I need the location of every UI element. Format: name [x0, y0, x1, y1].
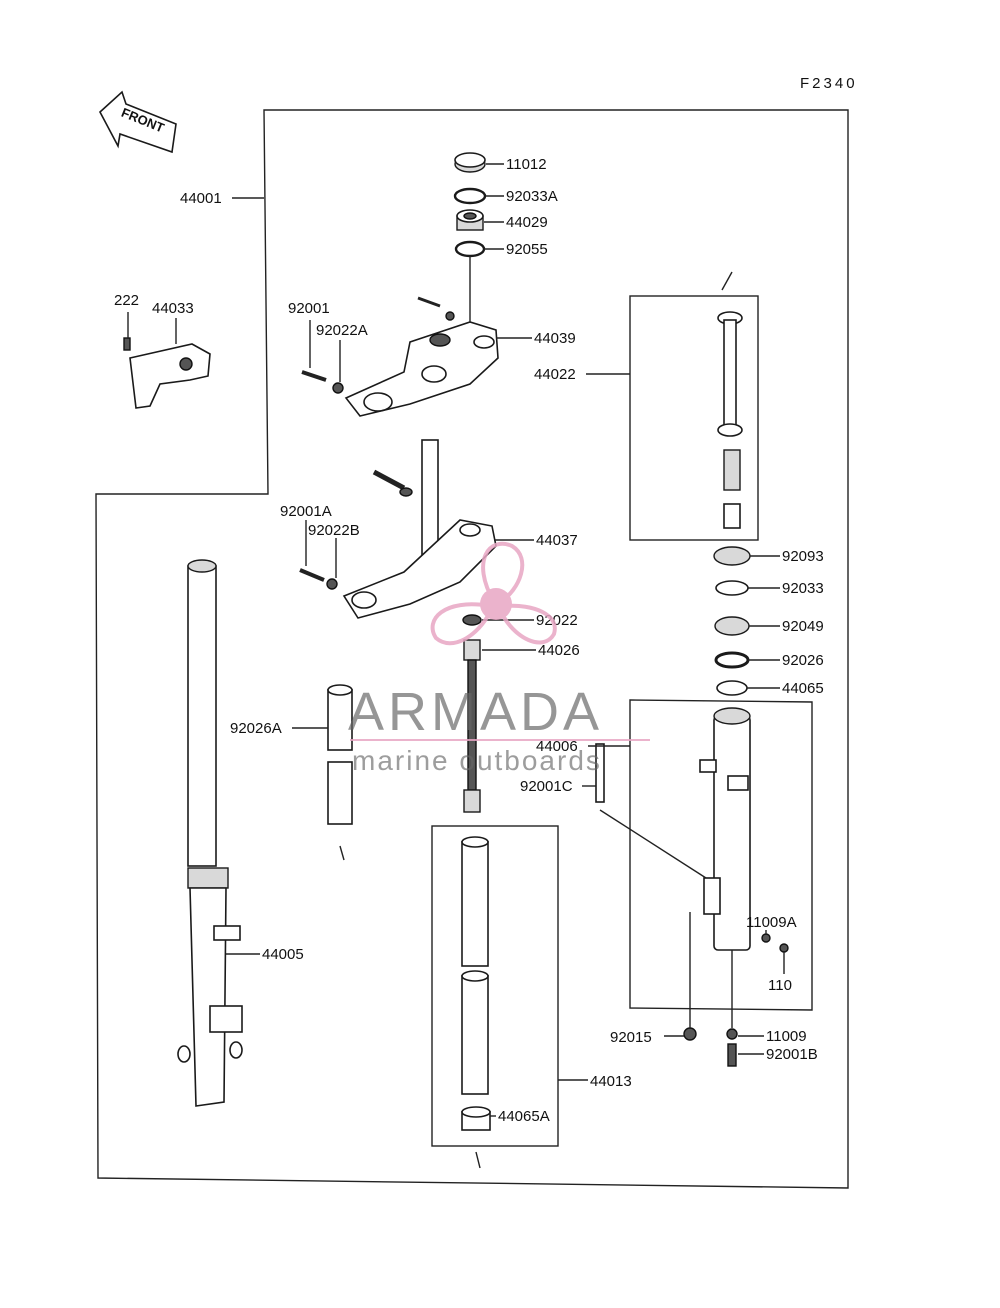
label-44065A: 44065A: [498, 1108, 550, 1125]
label-92033A: 92033A: [506, 188, 558, 205]
assembly-box-44013: [431, 825, 559, 1147]
assembly-outline-44001: [95, 109, 849, 1189]
nut-44029: [456, 209, 484, 231]
label-44065: 44065: [782, 680, 824, 697]
screw-110: [779, 943, 789, 953]
label-44005: 44005: [262, 946, 304, 963]
upper-bracket-44039: [344, 296, 499, 417]
lower-bracket-44037: [342, 439, 497, 619]
seal-92049: [714, 616, 750, 636]
label-92001A: 92001A: [280, 503, 332, 520]
label-92015: 92015: [610, 1029, 652, 1046]
fork-leg-44005: [177, 559, 243, 1107]
washer-92022A: [332, 382, 344, 394]
bolt-92001A: [299, 568, 325, 582]
label-92026: 92026: [782, 652, 824, 669]
label-92022A: 92022A: [316, 322, 368, 339]
label-44029: 44029: [506, 214, 548, 231]
seal-92093: [713, 546, 751, 566]
o-ring-92033A: [453, 187, 487, 205]
label-92001: 92001: [288, 300, 330, 317]
washer-92055: [454, 240, 486, 258]
washer-92015: [683, 1027, 697, 1041]
label-44037: 44037: [536, 532, 578, 549]
label-11012: 11012: [506, 156, 547, 173]
damper-rod-44026: [462, 614, 482, 813]
label-92026A: 92026A: [230, 720, 282, 737]
bolt-92001: [301, 370, 327, 382]
ring-44065: [716, 680, 748, 696]
label-92033: 92033: [782, 580, 824, 597]
label-222: 222: [114, 292, 139, 309]
label-92001B: 92001B: [766, 1046, 818, 1063]
label-44039: 44039: [534, 330, 576, 347]
inner-tube-44013: [461, 836, 489, 1095]
washer-11009: [726, 1028, 738, 1040]
label-92022B: 92022B: [308, 522, 360, 539]
bolt-92001B: [727, 1043, 737, 1067]
outer-tube-44006: [699, 707, 751, 951]
watermark: ARMADA marine outboards: [348, 541, 650, 776]
label-11009A: 11009A: [746, 914, 797, 931]
washer-92026: [714, 651, 750, 669]
bolt-92001C: [595, 743, 707, 879]
part-labels: 11012 92033A 44029 92055 44001 222 44033…: [114, 156, 824, 1125]
label-44033: 44033: [152, 300, 194, 317]
bracket-44033: [123, 337, 211, 409]
label-11009: 11009: [766, 1028, 807, 1045]
clip-92033: [715, 580, 749, 596]
washer-92022B: [326, 578, 338, 590]
spacer-92026A: [327, 684, 353, 861]
label-92001C: 92001C: [520, 778, 573, 795]
label-44006: 44006: [536, 738, 578, 755]
front-arrow-icon: FRONT: [99, 90, 177, 154]
label-44026: 44026: [538, 642, 580, 659]
fork-tube-44022: [717, 271, 743, 529]
propeller-logo-icon: [430, 541, 557, 646]
label-44013: 44013: [590, 1073, 632, 1090]
label-92093: 92093: [782, 548, 824, 565]
label-92022: 92022: [536, 612, 578, 629]
leader-lines: [127, 163, 785, 1117]
label-44022: 44022: [534, 366, 576, 383]
cap-11012: [454, 152, 486, 173]
screw-11009A: [761, 933, 771, 943]
bushing-44065A: [461, 1106, 491, 1169]
assembly-box-44022: [629, 295, 759, 541]
label-92049: 92049: [782, 618, 824, 635]
assembly-box-44006: [629, 699, 813, 1011]
label-92055: 92055: [506, 241, 548, 258]
watermark-tagline: marine outboards: [352, 745, 602, 776]
watermark-brand: ARMADA: [348, 682, 603, 742]
figure-code: F2340: [800, 75, 858, 92]
label-110: 110: [768, 977, 792, 994]
label-44001: 44001: [180, 190, 222, 207]
